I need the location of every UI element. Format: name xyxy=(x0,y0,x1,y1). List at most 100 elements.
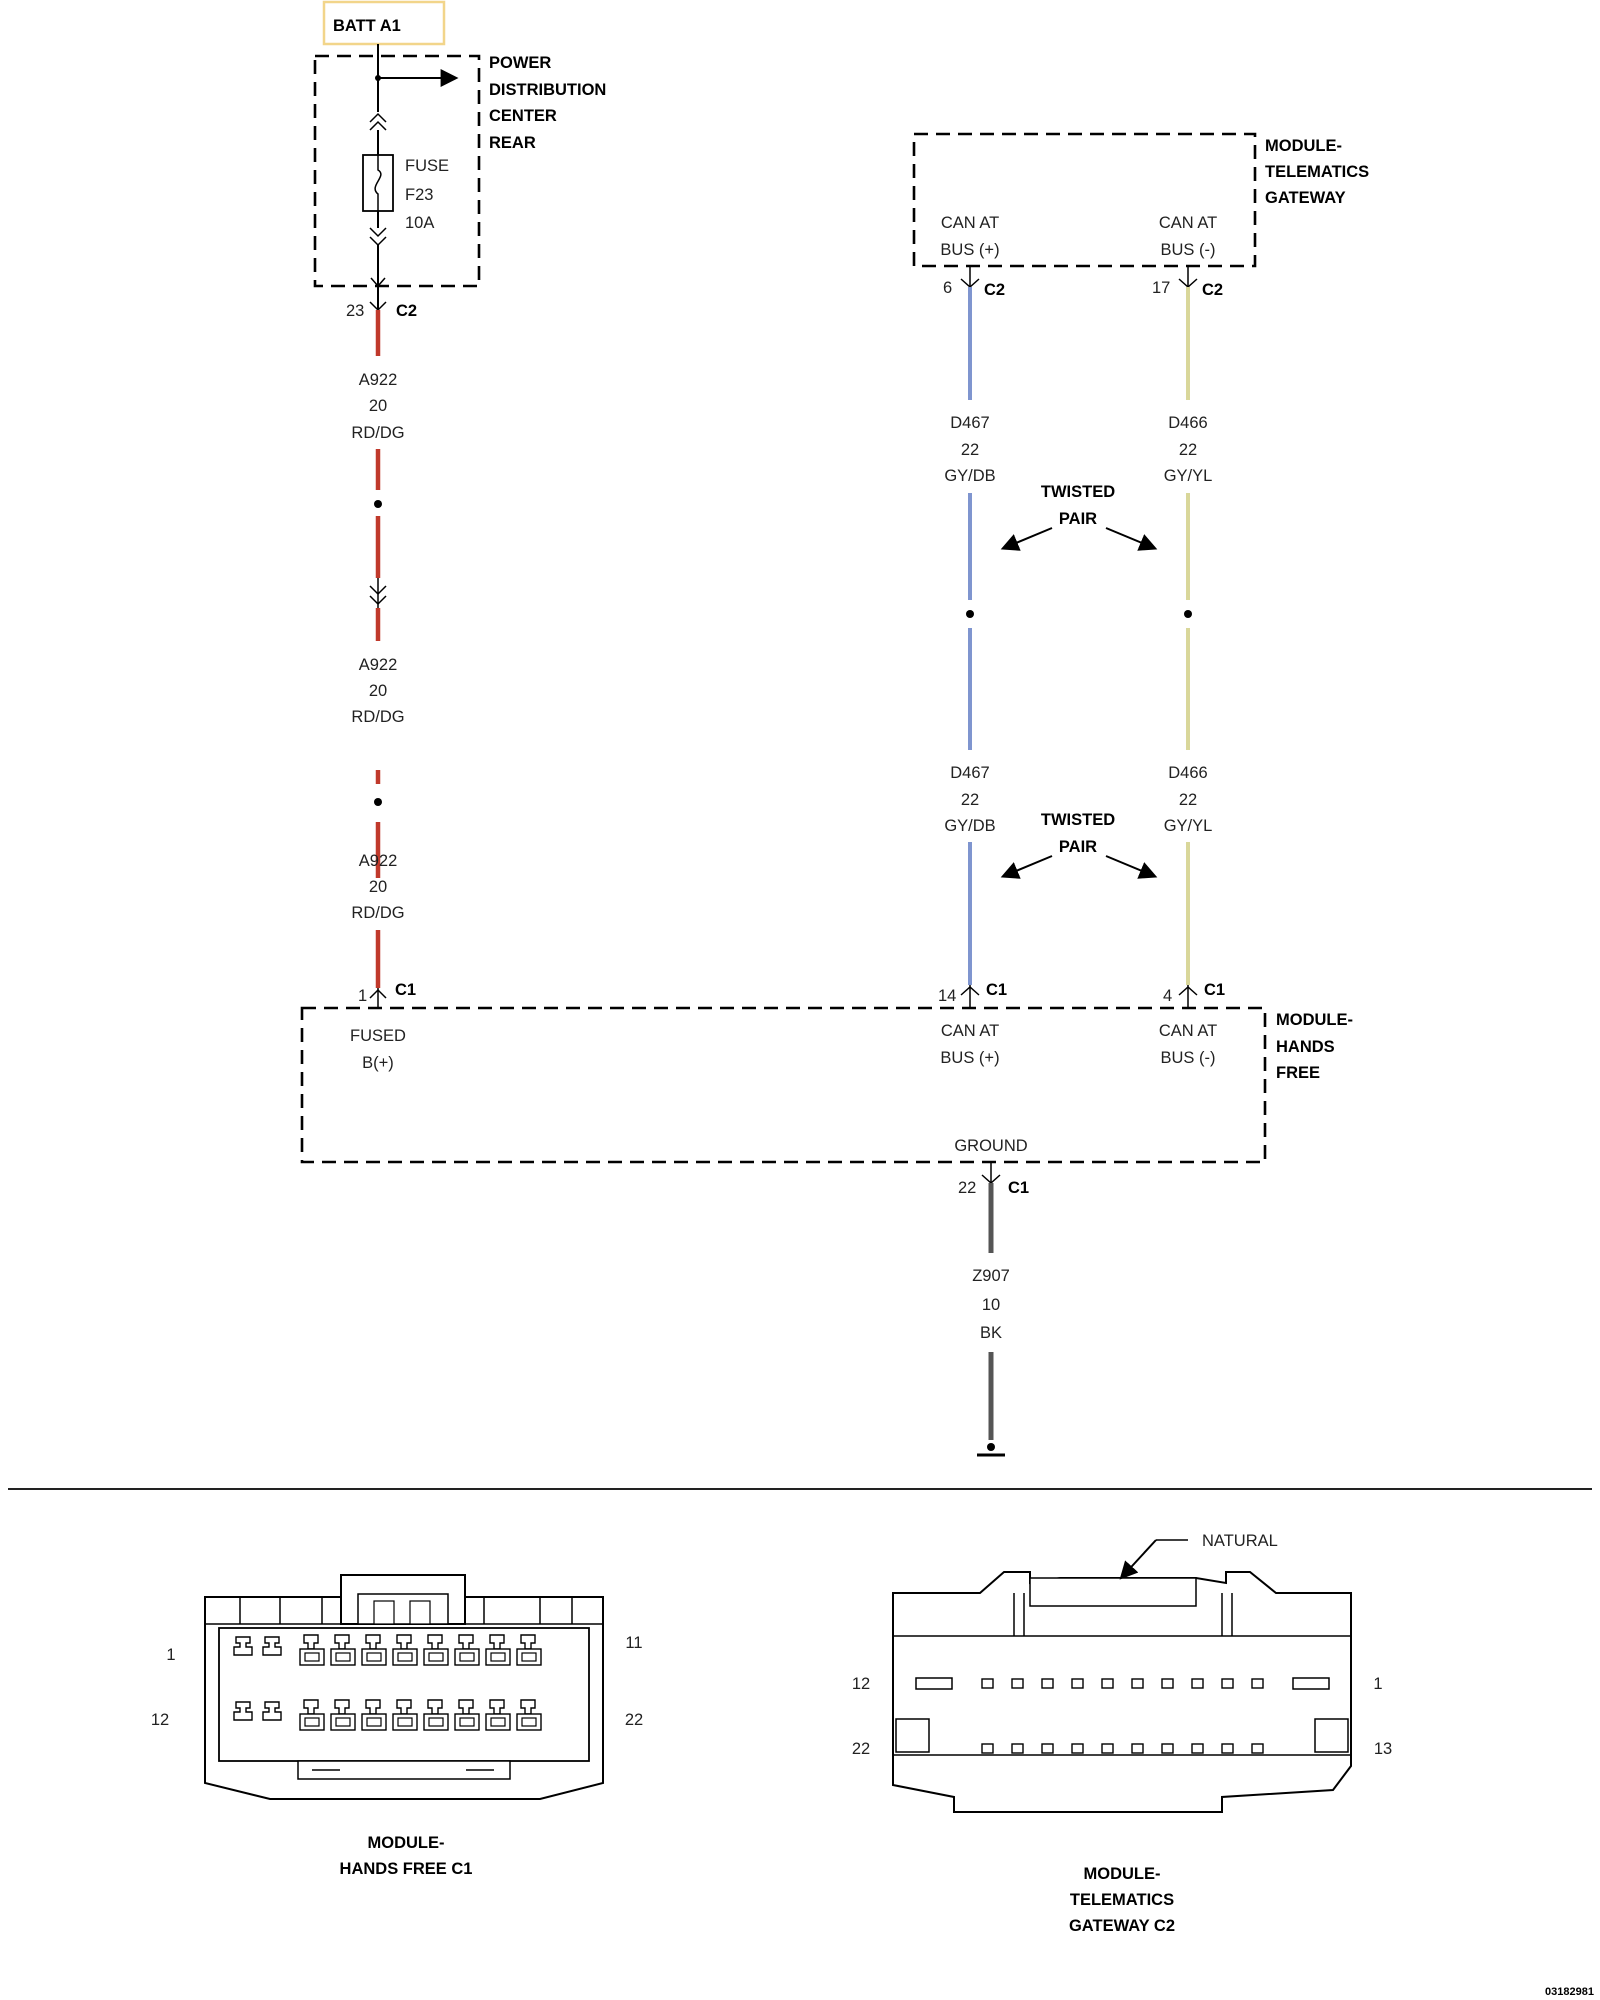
pin-cavity xyxy=(1221,1678,1234,1689)
telematics-label-3: GATEWAY xyxy=(1265,189,1346,207)
batt-a1-box: BATT A1 xyxy=(322,0,446,46)
fused-label-2: B(+) xyxy=(362,1054,394,1072)
pin-label-12: 12 xyxy=(852,1675,870,1693)
wire-d466-circuit: D466 xyxy=(1168,414,1207,432)
pdc-label-1: POWER xyxy=(489,54,551,72)
pin-cavity xyxy=(1251,1678,1264,1689)
pin-cavity xyxy=(1191,1743,1204,1754)
can-minus-label-1: CAN AT xyxy=(1159,214,1217,232)
telematics-c2-pin-cavities xyxy=(981,1678,1264,1754)
wire-a922-circuit-3: A922 xyxy=(359,852,398,870)
wire-a922-color-2: RD/DG xyxy=(351,708,404,726)
connector-id: C2 xyxy=(1202,281,1223,299)
wire-a922-circuit: A922 xyxy=(359,371,398,389)
wire-d467-circuit: D467 xyxy=(950,414,989,432)
pin-cavity xyxy=(262,1636,282,1656)
can-minus-label-2: BUS (-) xyxy=(1161,241,1216,259)
fused-label-1: FUSED xyxy=(350,1027,406,1045)
pin-label-12: 12 xyxy=(151,1711,169,1729)
pdc-boundary xyxy=(313,54,481,288)
pin-cavity xyxy=(1041,1678,1054,1689)
twisted-pair-annotation: TWISTED PAIR xyxy=(1000,811,1158,879)
hf-can-plus-label-2: BUS (+) xyxy=(940,1049,999,1067)
telematics-c2-connector-view: NATURAL 12 1 22 13 MODULE- TELEMATICS GA… xyxy=(852,1532,1392,1935)
pdc-label-2: DISTRIBUTION xyxy=(489,81,606,99)
hands-free-label-1: MODULE- xyxy=(1276,1011,1353,1029)
pin-cavity xyxy=(1011,1678,1024,1689)
pin-number: 14 xyxy=(938,987,956,1005)
pin-cavity xyxy=(423,1699,449,1731)
wire-a922-gauge: 20 xyxy=(369,397,387,415)
telematics-c2-caption-3: GATEWAY C2 xyxy=(1069,1917,1175,1935)
pin-cavity xyxy=(1131,1678,1144,1689)
pin-number: 6 xyxy=(943,279,952,297)
pin-label-13: 13 xyxy=(1374,1740,1392,1758)
pin-cavity xyxy=(1071,1678,1084,1689)
splice-dot xyxy=(1184,610,1192,618)
wire-d467-circuit-2: D467 xyxy=(950,764,989,782)
pdc-c2-pin-23: 23 C2 xyxy=(346,286,417,320)
pin-cavity xyxy=(299,1634,325,1666)
splice-dot xyxy=(374,798,382,806)
pin-cavity xyxy=(981,1743,994,1754)
natural-arrow-icon xyxy=(1119,1539,1157,1580)
wire-d467-color-2: GY/DB xyxy=(944,817,995,835)
pin-label-22: 22 xyxy=(625,1711,643,1729)
power-distribution-center-rear: POWER DISTRIBUTION CENTER REAR FUSE F23 … xyxy=(313,54,606,288)
pair-label: PAIR xyxy=(1059,838,1097,856)
arrow-left-icon xyxy=(1000,855,1053,879)
pin-cavity xyxy=(1101,1678,1114,1689)
pin-cavity xyxy=(1161,1743,1174,1754)
twisted-label: TWISTED xyxy=(1041,483,1115,501)
pin-number: 23 xyxy=(346,302,364,320)
pdc-label-3: CENTER xyxy=(489,107,557,125)
connector-id: C2 xyxy=(396,302,417,320)
pin-cavity xyxy=(361,1634,387,1666)
wire-z907-circuit: Z907 xyxy=(972,1267,1010,1285)
wire-d467-color: GY/DB xyxy=(944,467,995,485)
wire-d467-gauge-2: 22 xyxy=(961,791,979,809)
hf-can-minus-label-1: CAN AT xyxy=(1159,1022,1217,1040)
wire-a922-circuit-2: A922 xyxy=(359,656,398,674)
module-hands-free: MODULE- HANDS FREE FUSED B(+) CAN AT BUS… xyxy=(300,1006,1353,1164)
pin-cavity xyxy=(1191,1678,1204,1689)
ground-symbol-icon xyxy=(977,1443,1005,1457)
telematics-c2-caption-1: MODULE- xyxy=(1084,1865,1161,1883)
connector-id: C1 xyxy=(1204,981,1225,999)
telematics-boundary xyxy=(912,132,1257,268)
pin-label-1: 1 xyxy=(166,1646,175,1664)
pin-cavity xyxy=(981,1678,994,1689)
wire-a922-gauge-2: 20 xyxy=(369,682,387,700)
telematics-c2-pin-17: 17 C2 xyxy=(1152,266,1223,299)
hands-free-label-3: FREE xyxy=(1276,1064,1320,1082)
telematics-c2-pin-6: 6 C2 xyxy=(943,266,1005,299)
pin-cavity xyxy=(233,1636,253,1656)
pin-cavity xyxy=(330,1699,356,1731)
hands-free-boundary xyxy=(300,1006,1267,1164)
pin-cavity xyxy=(392,1634,418,1666)
pin-label-22: 22 xyxy=(852,1740,870,1758)
wire-z907-color: BK xyxy=(980,1324,1002,1342)
splice-dot xyxy=(374,500,382,508)
wire-d466-gauge: 22 xyxy=(1179,441,1197,459)
hands-free-c1-caption-1: MODULE- xyxy=(368,1834,445,1852)
fuse-label: FUSE xyxy=(405,157,449,175)
pin-cavity xyxy=(485,1634,511,1666)
pdc-label-4: REAR xyxy=(489,134,536,152)
pin-label-11: 11 xyxy=(625,1634,642,1652)
fuse-socket-top-icon xyxy=(369,112,387,131)
wire-d466-gauge-2: 22 xyxy=(1179,791,1197,809)
connector-id: C1 xyxy=(395,981,416,999)
pin-cavity xyxy=(1101,1743,1114,1754)
pin-cavity xyxy=(1011,1743,1024,1754)
can-plus-label-1: CAN AT xyxy=(941,214,999,232)
pin-cavity xyxy=(361,1699,387,1731)
wire-z907-gauge: 10 xyxy=(982,1296,1000,1314)
pin-cavity xyxy=(392,1699,418,1731)
pin-cavity xyxy=(1131,1743,1144,1754)
pin-cavity xyxy=(516,1699,542,1731)
hands-free-c1-pin-14: 14 C1 xyxy=(938,981,1007,1008)
hands-free-c1-pin-cavities xyxy=(233,1634,542,1731)
pin-cavity xyxy=(299,1699,325,1731)
